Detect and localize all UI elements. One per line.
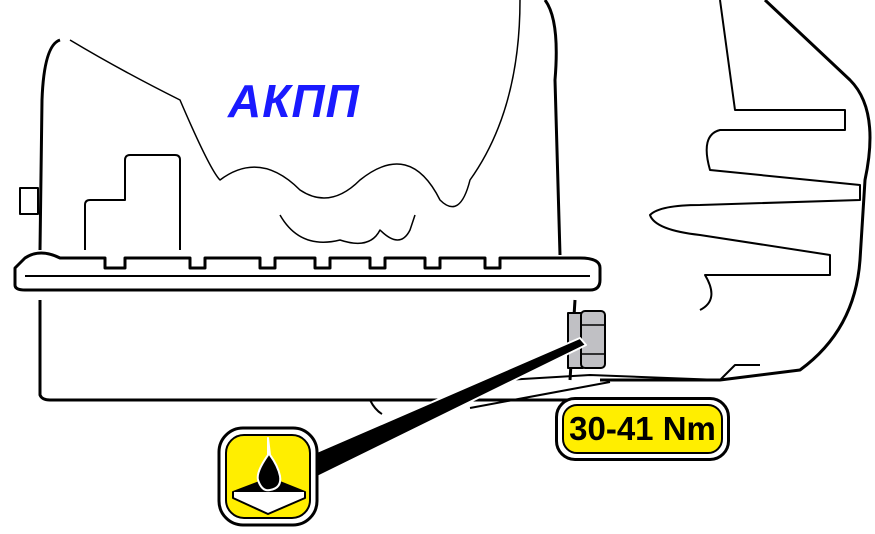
bellhousing	[600, 0, 872, 382]
transmission-case	[38, 0, 562, 256]
oil-pan-flange	[13, 251, 602, 292]
torque-spec-text: 30-41 Nm	[562, 404, 723, 454]
leader-line	[309, 337, 587, 479]
case-contour	[69, 0, 521, 208]
oil-drain-icon	[217, 426, 319, 527]
torque-spec-badge: 30-41 Nm	[555, 397, 730, 461]
component-label: АКПП	[228, 75, 360, 127]
